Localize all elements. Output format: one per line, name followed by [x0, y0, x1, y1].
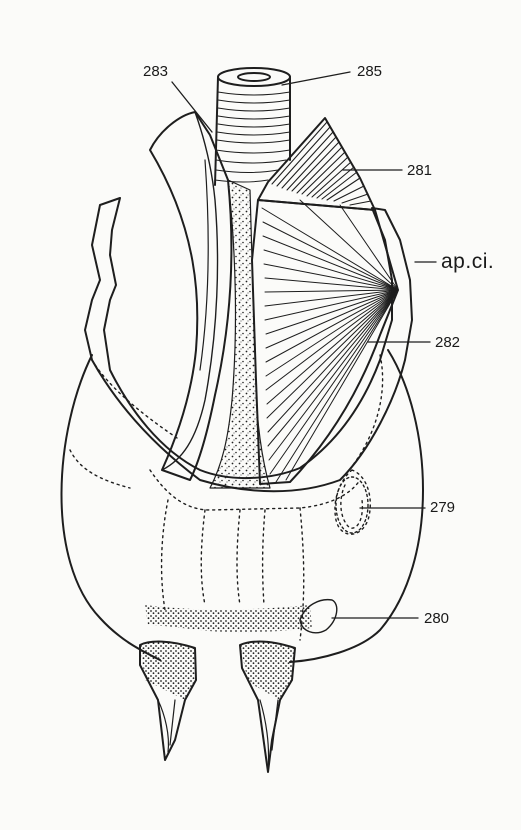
tube-285-top [218, 68, 290, 86]
label-283: 283 [143, 64, 168, 79]
muscle-281 [258, 118, 375, 210]
lamella-283 [150, 112, 232, 480]
lower-band [145, 605, 312, 632]
label-285: 285 [357, 64, 382, 79]
label-282: 282 [435, 335, 460, 350]
label-ap-ci: ap.ci. [441, 251, 494, 272]
central-column [210, 180, 270, 488]
label-279: 279 [430, 500, 455, 515]
leader-lines [172, 72, 436, 618]
muscle-281-striations [272, 122, 371, 205]
label-281: 281 [407, 163, 432, 178]
label-280: 280 [424, 611, 449, 626]
